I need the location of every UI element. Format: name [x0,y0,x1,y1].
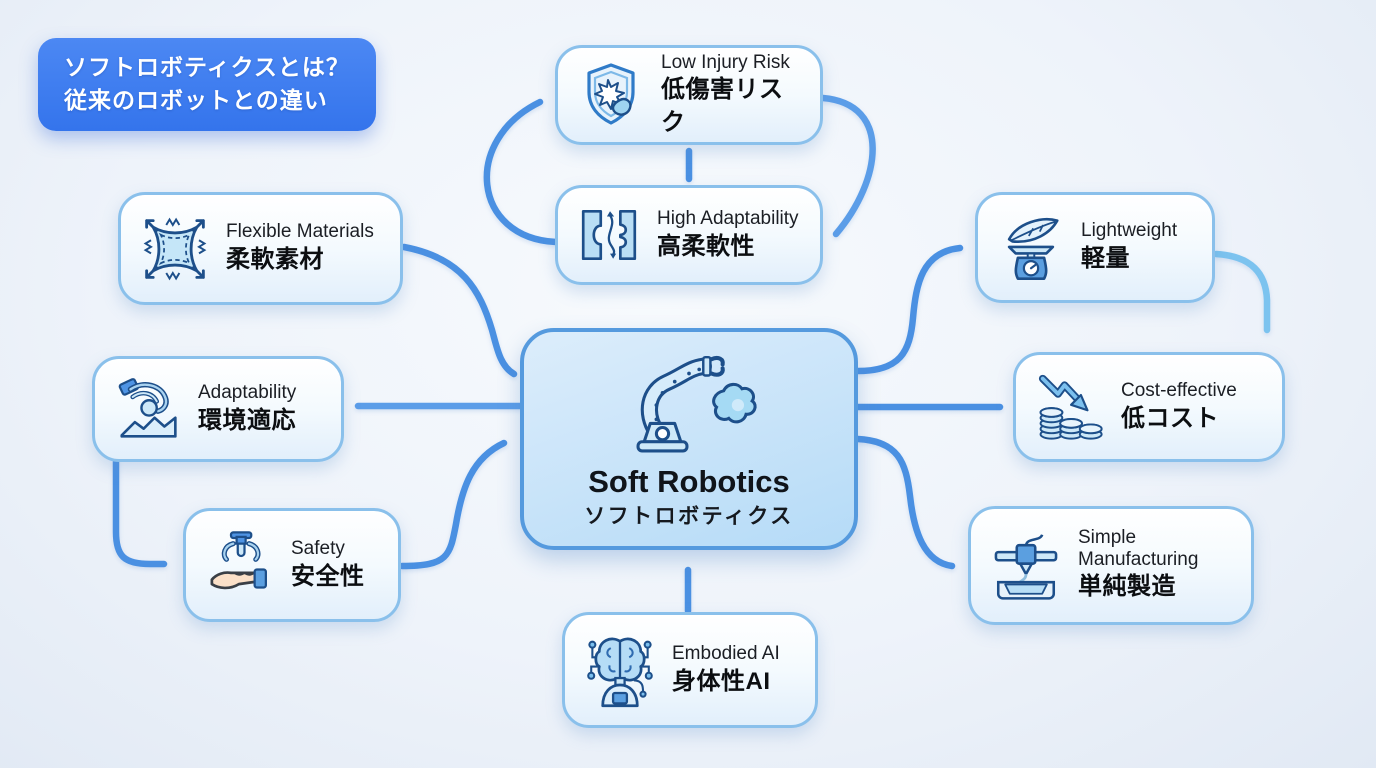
node-label-ja: 軽量 [1081,245,1130,273]
feather-scale-icon [996,212,1066,284]
node-label-en: Flexible Materials [226,221,374,243]
node-label-ja: 低コスト [1121,404,1219,432]
node-label-ja: 身体性AI [672,667,771,695]
node-simple-manufacturing: Simple Manufacturing 単純製造 [968,506,1254,625]
node-flexible-materials: Flexible Materials 柔軟素材 [118,192,403,305]
node-label-ja: 低傷害リスク [661,76,784,136]
node-label-en: Low Injury Risk [661,51,790,73]
flex-joint-icon [576,202,642,268]
gripper-terrain-icon [113,374,183,444]
arrow-loop-high-to-low [483,98,560,246]
coins-decrease-icon [1034,371,1106,443]
arrow-center-to-simple [854,435,956,570]
node-high-adaptability: High Adaptability 高柔軟性 [555,185,823,285]
arrow-safety-to-center [398,439,508,570]
arrow-flexible-to-center [400,243,518,378]
node-adaptability: Adaptability 環境適応 [92,356,344,462]
node-soft-robotics-center: Soft Robotics ソフトロボティクス [520,328,858,550]
node-label-ja: 単純製造 [1078,573,1176,601]
node-label-ja: 柔軟素材 [226,246,324,274]
node-label-en: Adaptability [198,381,297,403]
hand-gripper-icon [204,528,276,602]
node-label-ja: 安全性 [291,562,365,590]
arrow-lightweight-to-cost [1212,250,1271,334]
node-label-en: Lightweight [1081,220,1178,242]
title-badge: ソフトロボティクスとは？ 従来のロボットとの違い [38,38,376,131]
center-label-en: Soft Robotics [588,463,790,499]
node-safety: Safety 安全性 [183,508,401,622]
node-lightweight: Lightweight 軽量 [975,192,1215,303]
center-label-ja: ソフトロボティクス [584,505,794,529]
arrow-adaptability-to-safety [112,458,168,568]
arrow-center-to-lightweight [854,244,964,375]
title-line-1: ソフトロボティクスとは？ [64,54,350,80]
node-label-en: Safety [291,537,345,559]
node-label-en: Cost-effective [1121,379,1237,401]
node-label-en: Simple Manufacturing [1078,527,1199,571]
node-label-en: High Adaptability [657,207,799,229]
node-low-injury-risk: Low Injury Risk 低傷害リスク [555,45,823,145]
soft-robot-arm-icon [614,348,764,459]
title-line-2: 従来のロボットとの違い [64,87,328,114]
node-embodied-ai: Embodied AI 身体性AI [562,612,818,728]
node-label-en: Embodied AI [672,642,780,664]
node-label-ja: 高柔軟性 [657,232,755,260]
node-label-ja: 環境適応 [198,406,296,434]
shield-burst-icon [576,59,646,131]
stretch-material-icon [139,213,211,285]
printer-3d-icon [989,529,1063,603]
arrow-loop-low-to-high [819,94,876,238]
node-cost-effective: Cost-effective 低コスト [1013,352,1285,462]
brain-circuit-icon [583,632,657,708]
